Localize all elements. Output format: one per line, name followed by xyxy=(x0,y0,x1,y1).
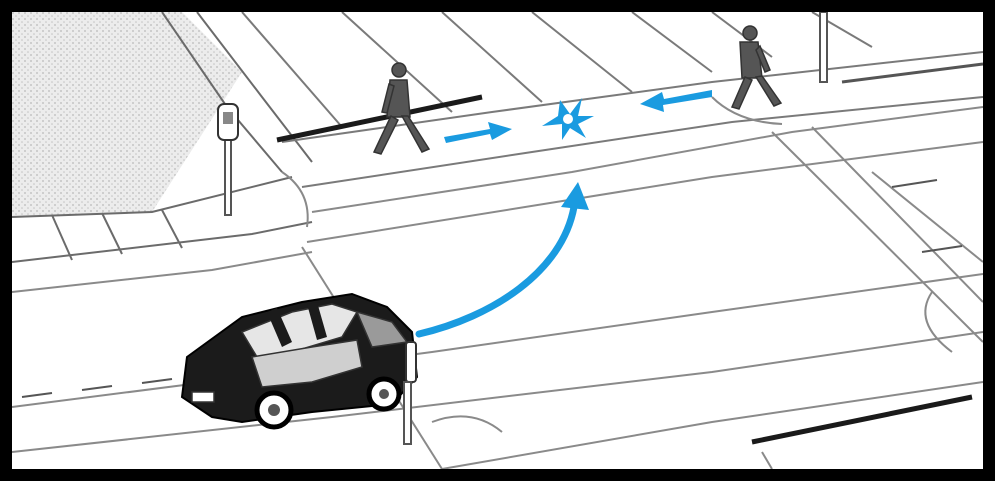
stippled-lot xyxy=(12,12,242,217)
car-icon xyxy=(182,294,417,427)
turn-arrow-icon xyxy=(419,182,589,334)
crosswalk-arrow-left-icon xyxy=(640,90,712,112)
pedestrian-right-icon xyxy=(732,26,781,109)
pole-top-right xyxy=(820,12,827,82)
crosswalk-arrow-right-icon xyxy=(444,122,512,143)
parking-meter-icon xyxy=(218,104,238,215)
intersection-drawing xyxy=(12,12,983,469)
curb-bar-top-right xyxy=(842,64,983,82)
intersection-illustration xyxy=(12,12,983,469)
curb-bar-bottom-right xyxy=(752,397,972,442)
far-sidewalk xyxy=(242,12,983,187)
sign-post xyxy=(404,382,411,444)
